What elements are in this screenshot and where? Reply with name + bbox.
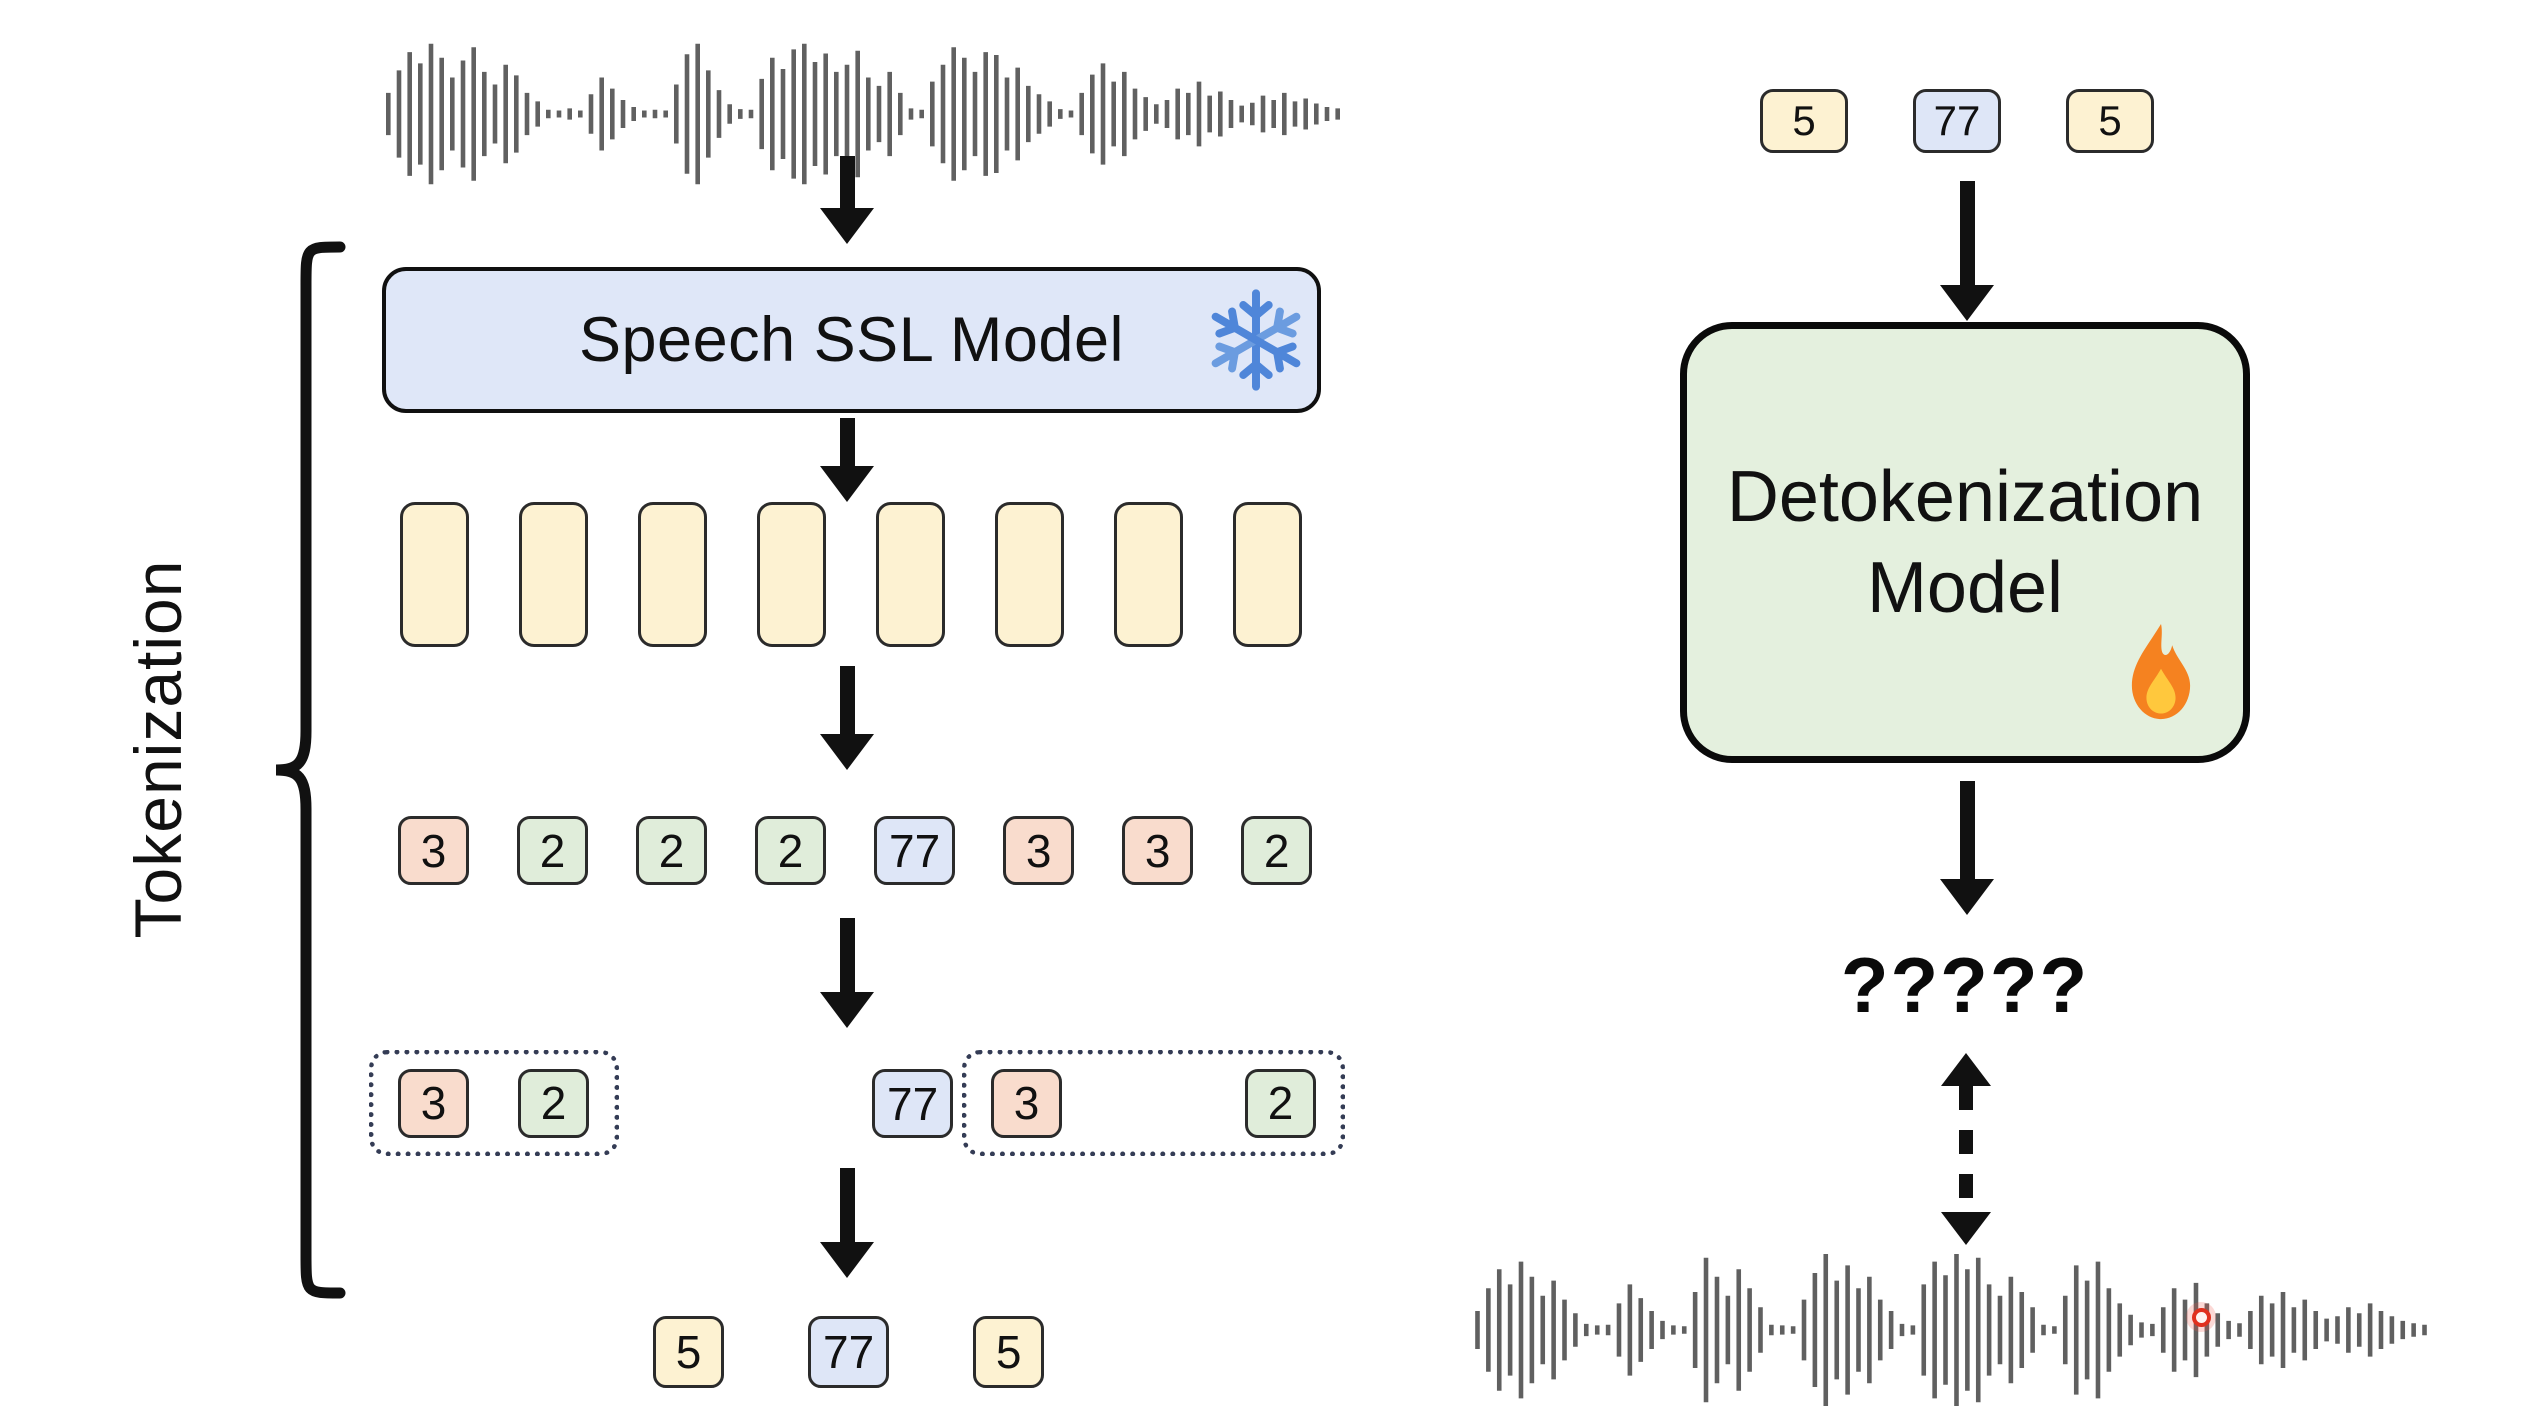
embedding-cell (757, 502, 826, 647)
down-arrow (820, 418, 874, 502)
embedding-cell (519, 502, 588, 647)
down-arrow (820, 1168, 874, 1278)
arrow-head (820, 466, 874, 502)
token-chip: 5 (973, 1316, 1045, 1388)
tokenization-brace (275, 241, 346, 1299)
token-chip: 2 (1245, 1068, 1316, 1138)
input-waveform (386, 43, 1340, 185)
token-chip: 77 (872, 1069, 954, 1138)
arrow-head (1940, 285, 1994, 321)
input-token-row: 5 77 5 (1760, 89, 2154, 153)
token-chip: 77 (808, 1316, 890, 1388)
dashed-stem (1959, 1086, 1973, 1212)
detok-label-line2: Model (1866, 547, 2064, 628)
down-arrow (1940, 181, 1994, 321)
dashed-double-arrow (1941, 1053, 1991, 1245)
token-chip: 3 (1003, 816, 1075, 885)
arrow-head (1940, 879, 1994, 915)
arrow-head-down (1941, 1212, 1991, 1245)
token-chip: 77 (1913, 89, 2001, 153)
red-dot-inner (2191, 1307, 2211, 1327)
arrow-head (820, 992, 874, 1028)
ssl-model-label: Speech SSL Model (578, 305, 1124, 375)
down-arrow (820, 918, 874, 1028)
arrow-head (820, 734, 874, 770)
dedup-middle-token: 77 (872, 1069, 954, 1138)
detok-label-line1: Detokenization (1726, 456, 2204, 537)
detokenization-model-box: Detokenization Model (1680, 322, 2250, 763)
token-chip: 2 (1241, 816, 1313, 885)
token-chip: 3 (1122, 816, 1194, 885)
embedding-cell (400, 502, 469, 647)
embedding-cell (1114, 502, 1183, 647)
arrow-head-up (1941, 1053, 1991, 1086)
token-chip: 2 (636, 816, 707, 885)
arrow-stem (839, 1168, 855, 1242)
token-chip: 77 (874, 816, 956, 885)
red-dot-marker (2186, 1302, 2216, 1332)
token-chip: 5 (2066, 89, 2154, 153)
output-waveform (1475, 1254, 2427, 1406)
snowflake-icon (1211, 289, 1301, 391)
embedding-cell (1233, 502, 1302, 647)
arrow-stem (839, 418, 855, 466)
embedding-cell (995, 502, 1064, 647)
fire-icon (2131, 623, 2191, 720)
token-chip: 3 (398, 1068, 469, 1138)
token-chip: 3 (991, 1068, 1062, 1138)
arrow-stem (839, 156, 855, 208)
arrow-head (820, 1242, 874, 1278)
arrow-head (820, 208, 874, 244)
arrow-stem (839, 918, 855, 992)
down-arrow (1940, 781, 1994, 915)
token-chip: 2 (755, 816, 826, 885)
token-chip: 5 (653, 1316, 724, 1388)
token-chip: 2 (518, 1068, 589, 1138)
embedding-row (400, 502, 1302, 647)
arrow-stem (1959, 181, 1975, 285)
arrow-stem (1959, 781, 1975, 879)
speech-ssl-model-box: Speech SSL Model (382, 267, 1321, 413)
down-arrow (820, 156, 874, 244)
embedding-cell (638, 502, 707, 647)
arrow-stem (839, 666, 855, 734)
token-chip: 5 (1760, 89, 1848, 153)
embedding-cell (876, 502, 945, 647)
final-token-row: 5 77 5 (653, 1316, 1045, 1388)
token-chip: 2 (517, 816, 588, 885)
down-arrow (820, 666, 874, 770)
token-chip: 3 (398, 816, 469, 885)
unknown-output-text: ????? (1840, 941, 2090, 1029)
tokenization-label: Tokenization (121, 559, 195, 939)
